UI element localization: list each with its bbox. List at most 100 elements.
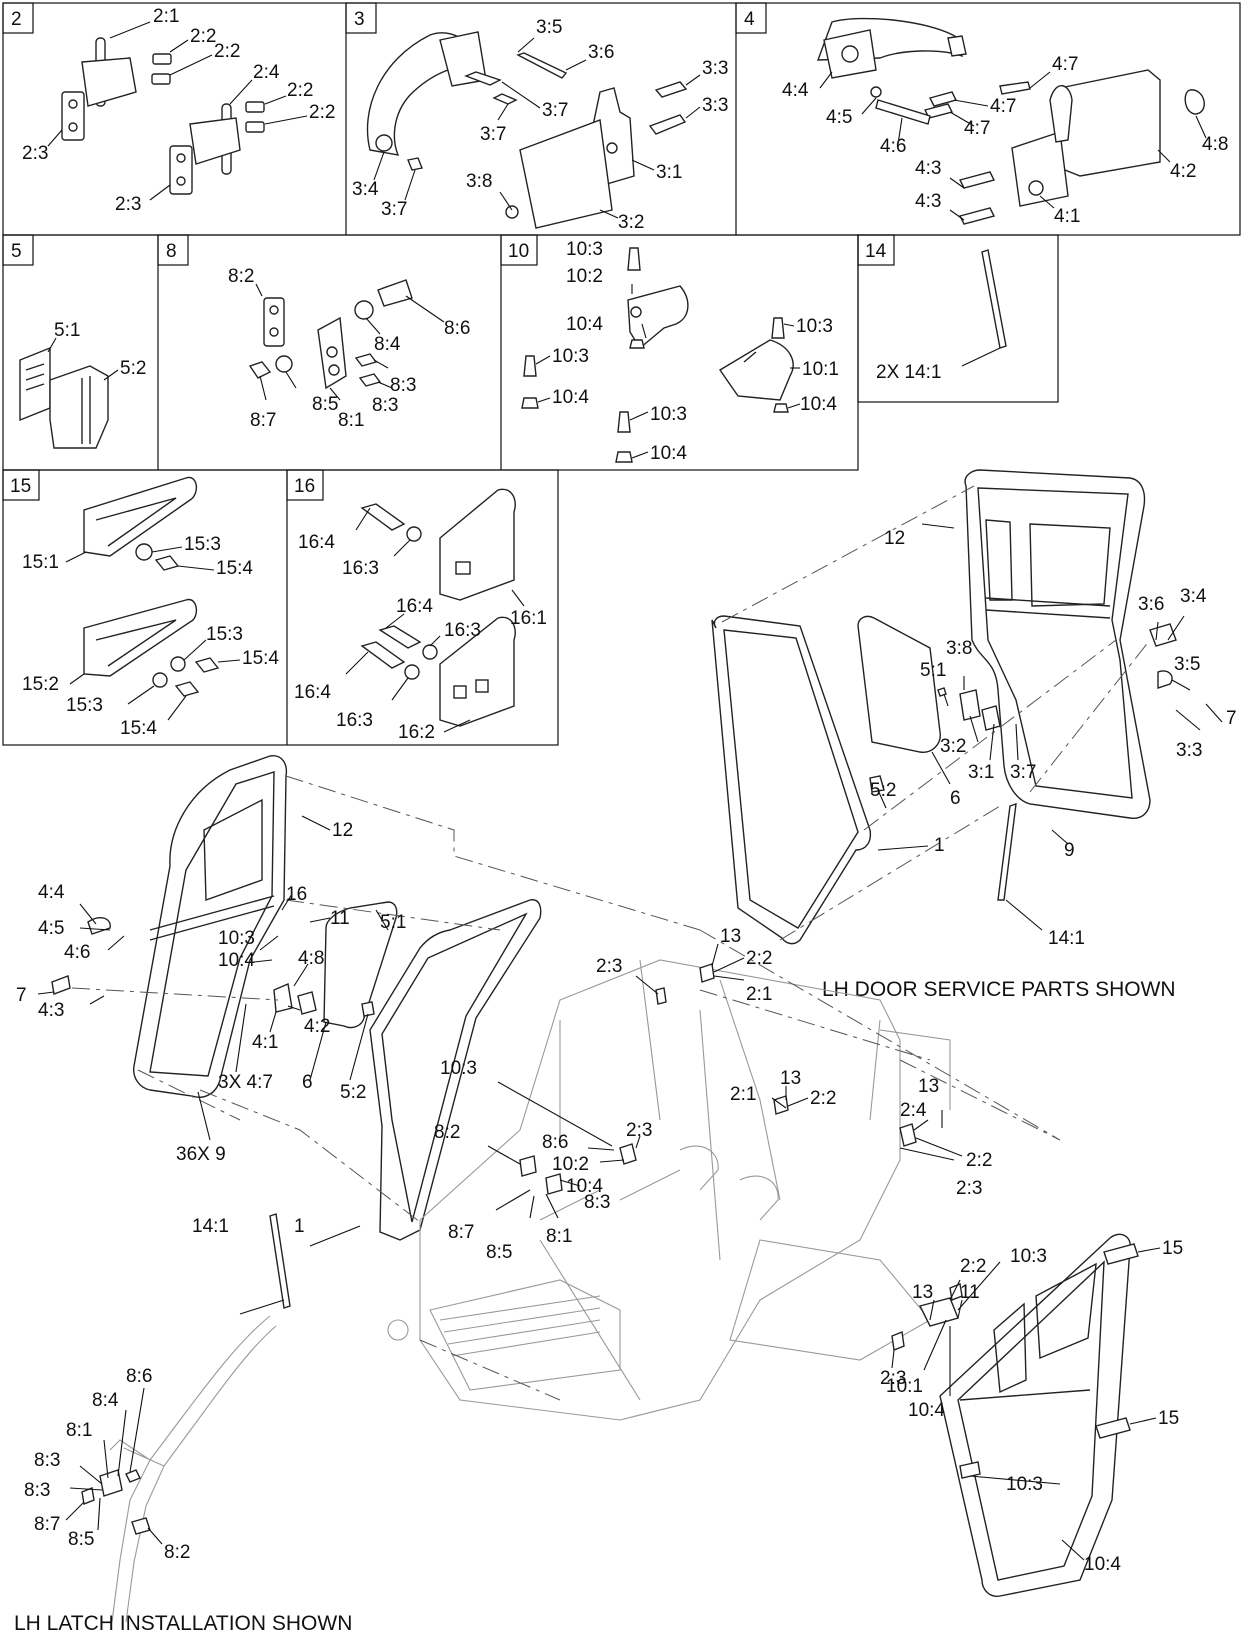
callout: 4:1 xyxy=(252,1032,278,1053)
panel-number: 15 xyxy=(10,476,31,497)
callout: 5:2 xyxy=(340,1082,366,1103)
callout: 10:3 xyxy=(552,346,589,367)
callout: 14:1 xyxy=(1048,928,1085,949)
callout: 15:4 xyxy=(216,558,253,579)
callout: 10:3 xyxy=(1006,1474,1043,1495)
panel-8-latch-parts: 8:2 8:6 8:4 8:3 8:3 8:7 8:5 8:1 xyxy=(228,266,470,431)
latch-installation-view: 8:6 8:4 8:1 8:3 8:3 8:7 8:5 8:2 LH LATCH… xyxy=(14,1315,352,1635)
frame-callouts: 13 2:2 2:3 2:1 10:3 13 2:1 2:2 13 8:2 8:… xyxy=(434,926,992,1263)
callout: 10:3 xyxy=(796,316,833,337)
panel-numbers: 2 3 4 5 8 10 14 15 16 xyxy=(10,9,887,497)
callout: 3:7 xyxy=(381,199,407,220)
caption-latch-installation: LH LATCH INSTALLATION SHOWN xyxy=(14,1612,352,1635)
callout: 4:3 xyxy=(915,158,941,179)
callout: 16 xyxy=(286,884,307,905)
callout: 3:5 xyxy=(536,17,562,38)
callout: 10:4 xyxy=(566,314,603,335)
callout: 13 xyxy=(912,1282,933,1303)
callout: 3:3 xyxy=(702,58,728,79)
callout: 8:2 xyxy=(228,266,254,287)
callout: 16:3 xyxy=(444,620,481,641)
callout: 8:2 xyxy=(164,1542,190,1563)
callout: 4:7 xyxy=(990,96,1016,117)
callout: 10:4 xyxy=(1084,1554,1121,1575)
vehicle-frame-ghost xyxy=(387,929,1061,1421)
callout: 2:3 xyxy=(880,1368,906,1389)
callout: 2:2 xyxy=(287,80,313,101)
callout: 5:1 xyxy=(54,320,80,341)
callout: 13 xyxy=(720,926,741,947)
callout: 10:4 xyxy=(552,387,589,408)
callout: 15:3 xyxy=(206,624,243,645)
panel-5-bumper-parts: 5:1 5:2 xyxy=(19,320,146,449)
caption-service-parts: LH DOOR SERVICE PARTS SHOWN xyxy=(822,978,1176,1001)
callout: 5:1 xyxy=(920,660,946,681)
callout: 3:8 xyxy=(946,638,972,659)
callout: 2:3 xyxy=(22,143,48,164)
callout: 15:3 xyxy=(184,534,221,555)
callout: 16:4 xyxy=(298,532,335,553)
lh-door-service-view: 12 3:6 3:4 3:8 3:5 5:1 3:2 3:1 3:7 3:3 7… xyxy=(711,469,1237,1001)
callout: 10:4 xyxy=(218,950,255,971)
callout: 2:3 xyxy=(115,194,141,215)
callout: 14:1 xyxy=(192,1216,229,1237)
front-door-view: 15 2:2 10:3 13 11 2:3 10:1 10:4 15 10:3 … xyxy=(880,1233,1183,1597)
callout: 8:3 xyxy=(34,1450,60,1471)
callout: 8:5 xyxy=(68,1529,94,1550)
callout: 8:3 xyxy=(24,1480,50,1501)
lh-door-exploded-view: 12 4:4 4:5 4:6 16 10:3 10:4 11 4:8 5:1 4… xyxy=(16,755,701,1315)
callout: 7 xyxy=(16,985,27,1006)
callout: 16:4 xyxy=(396,596,433,617)
callout: 8:1 xyxy=(338,410,364,431)
callout: 10:3 xyxy=(650,404,687,425)
callout: 8:7 xyxy=(34,1514,60,1535)
callout: 12 xyxy=(884,528,905,549)
callout: 36X 9 xyxy=(176,1144,226,1165)
callout: 7 xyxy=(1226,708,1237,729)
callout: 2:1 xyxy=(730,1084,756,1105)
callout: 8:6 xyxy=(126,1366,152,1387)
callout: 2:2 xyxy=(960,1256,986,1277)
callout: 10:4 xyxy=(650,443,687,464)
callout: 2:4 xyxy=(253,62,280,83)
callout: 10:4 xyxy=(908,1400,945,1421)
callout: 6 xyxy=(950,788,961,809)
callout: 15:4 xyxy=(120,718,157,739)
callout: 4:3 xyxy=(38,1000,64,1021)
callout: 16:3 xyxy=(342,558,379,579)
callout: 10:3 xyxy=(566,239,603,260)
callout: 1 xyxy=(294,1216,305,1237)
callout: 8:7 xyxy=(250,410,276,431)
callout: 8:3 xyxy=(390,375,416,396)
callout: 10:4 xyxy=(800,394,837,415)
panel-10-striker-parts: 10:3 10:2 10:4 10:3 10:3 10:1 10:4 10:3 … xyxy=(521,239,839,464)
callout: 4:2 xyxy=(1170,161,1196,182)
callout: 4:7 xyxy=(964,118,990,139)
panel-15-hinge-parts: 15:3 15:4 15:1 15:3 15:4 15:2 15:3 15:4 xyxy=(22,476,279,739)
callout: 2X 14:1 xyxy=(876,362,942,383)
callout: 16:3 xyxy=(336,710,373,731)
callout: 1 xyxy=(934,835,945,856)
callout: 3:6 xyxy=(588,42,614,63)
panel-number: 4 xyxy=(744,9,755,30)
panel-number: 2 xyxy=(11,9,22,30)
callout: 4:6 xyxy=(880,136,906,157)
callout: 2:2 xyxy=(966,1150,992,1171)
callout: 4:1 xyxy=(1054,206,1080,227)
callout: 8:5 xyxy=(312,394,338,415)
callout: 2:2 xyxy=(214,41,240,62)
callout: 3:5 xyxy=(1174,654,1200,675)
callout: 2:4 xyxy=(900,1100,927,1121)
callout: 16:1 xyxy=(510,608,547,629)
callout: 8:3 xyxy=(584,1192,610,1213)
callout: 10:4 xyxy=(566,1176,603,1197)
callout: 3:4 xyxy=(352,179,379,200)
panel-14-seal-part: 2X 14:1 xyxy=(876,249,1007,383)
panel-16-bracket-parts: 16:4 16:3 16:1 16:4 16:3 16:4 16:3 16:2 xyxy=(294,488,547,743)
panel-number: 14 xyxy=(865,241,887,262)
callout: 10:3 xyxy=(440,1058,477,1079)
callout: 4:8 xyxy=(298,948,324,969)
panel-number: 8 xyxy=(166,241,177,262)
callout: 2:2 xyxy=(810,1088,836,1109)
